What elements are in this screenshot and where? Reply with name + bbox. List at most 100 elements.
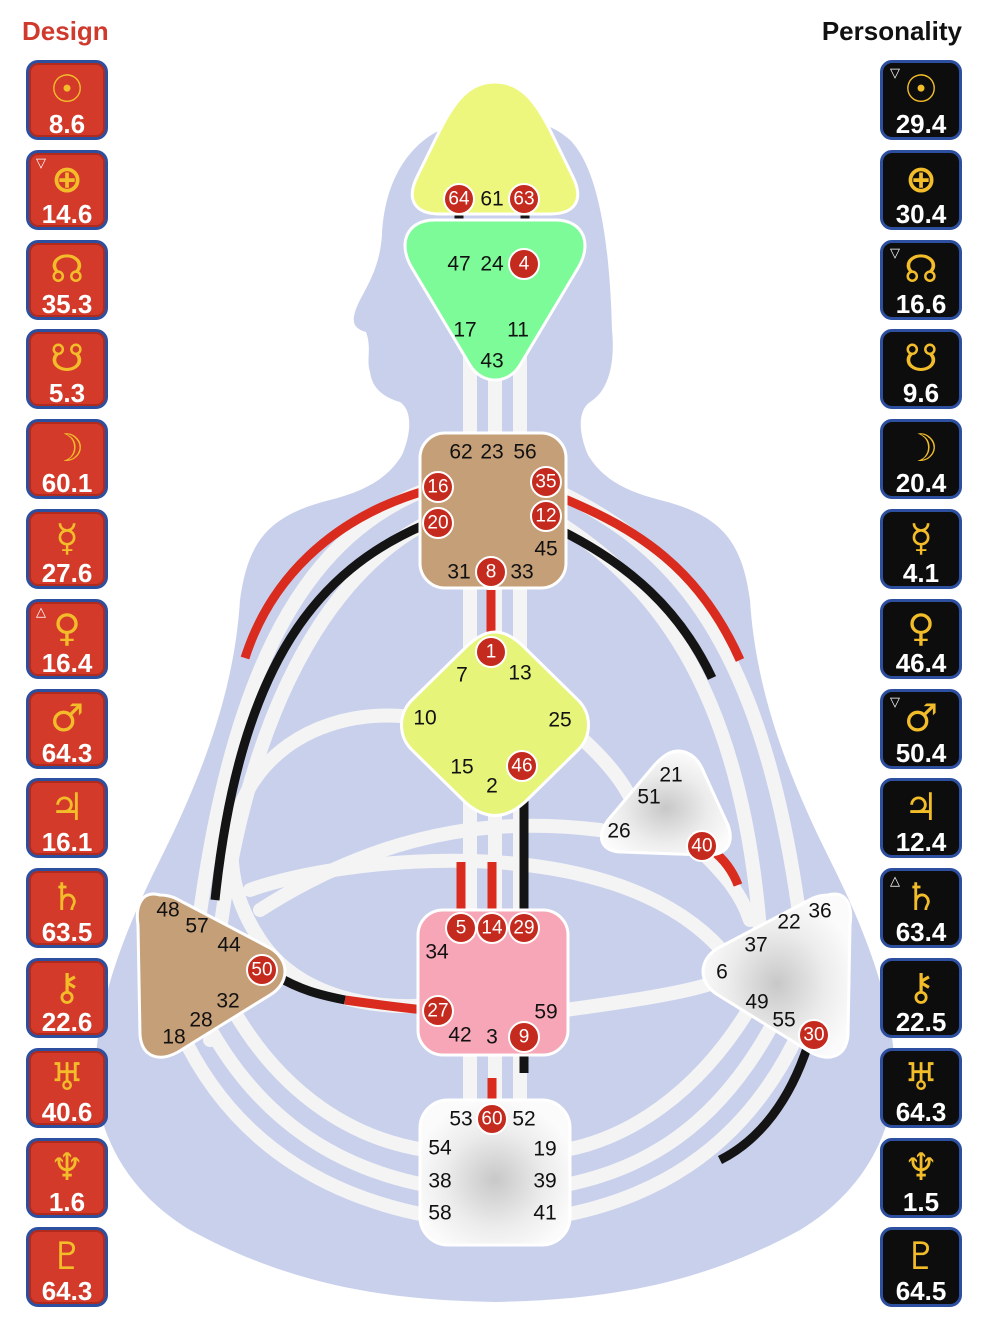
personality-column: ▽☉29.4⊕30.4▽☊16.6☋9.6☽20.4☿4.1♀46.4▽♂50.…: [880, 60, 962, 1317]
gate-activation-badge: [475, 556, 507, 588]
sun-icon: ☉: [903, 67, 939, 111]
activation-value: 29.4: [895, 109, 947, 139]
design-card-earth: ▽⊕14.6: [26, 149, 108, 230]
gate-number: 55: [772, 1009, 795, 1032]
gate-number: 7: [456, 664, 468, 687]
personality-card-sun: ▽☉29.4: [880, 60, 962, 140]
gate-number: 63: [513, 189, 534, 210]
personality-card-saturn: △♄63.4: [880, 868, 962, 949]
gate-number: 25: [548, 709, 571, 732]
activation-value: 1.5: [902, 1186, 940, 1217]
gate-number: 49: [745, 991, 768, 1014]
activation-value: 14.6: [41, 198, 93, 229]
activation-value: 63.5: [41, 917, 93, 948]
personality-header: Personality: [821, 16, 962, 46]
gate-number: 42: [448, 1024, 471, 1047]
gate-number: 35: [535, 472, 556, 493]
gate-20: 20: [422, 507, 454, 539]
gate-number: 15: [450, 756, 473, 779]
gate-activation-badge: [686, 830, 718, 862]
gate-number: 30: [803, 1025, 824, 1046]
gate-number: 27: [427, 1001, 448, 1022]
activation-value: 16.1: [41, 827, 93, 858]
gate-24: 24: [480, 253, 504, 276]
gate-number: 38: [428, 1170, 451, 1193]
uranus-icon: ♅: [49, 1054, 85, 1099]
gate-activation-badge: [508, 248, 540, 280]
sacral-center: [416, 908, 570, 1057]
gate-number: 34: [425, 941, 449, 964]
gate-38: 38: [428, 1170, 451, 1193]
mercury-icon: ☿: [55, 515, 79, 560]
gate-39: 39: [533, 1170, 556, 1193]
pluto-icon: ♇: [903, 1234, 939, 1279]
gate-33: 33: [510, 561, 533, 584]
gate-number: 31: [447, 561, 470, 584]
gate-number: 36: [808, 900, 831, 923]
gate-number: 16: [427, 477, 448, 498]
south-node-icon: ☋: [50, 336, 84, 381]
design-card-uranus: ♅40.6: [26, 1047, 108, 1128]
gate-number: 21: [659, 764, 682, 787]
gate-3: 3: [486, 1026, 498, 1049]
gate-number: 37: [744, 934, 767, 957]
design-header: Design: [22, 16, 109, 46]
gate-activation-badge: [508, 912, 540, 944]
activation-value: 22.6: [41, 1006, 93, 1037]
gate-number: 47: [447, 253, 470, 276]
venus-icon: ♀: [53, 605, 81, 650]
personality-card-neptune: ♆1.5: [880, 1137, 962, 1218]
mars-icon: ♂: [49, 695, 85, 740]
design-card-neptune: ♆1.6: [26, 1137, 108, 1218]
gate-activation-badge: [530, 466, 562, 498]
gate-number: 13: [508, 662, 531, 685]
activation-value: 64.3: [895, 1096, 947, 1127]
gate-activation-badge: [422, 471, 454, 503]
gate-10: 10: [413, 707, 436, 730]
gate-23: 23: [480, 441, 503, 464]
design-card-saturn: ♄63.5: [26, 868, 108, 949]
gate-number: 40: [691, 836, 712, 857]
gate-activation-badge: [443, 183, 475, 215]
gate-number: 11: [507, 319, 529, 342]
design-card-south-node: ☋5.3: [26, 329, 108, 410]
design-card-chiron: ⚷22.6: [26, 957, 108, 1038]
activation-value: 16.4: [41, 647, 93, 678]
personality-card-pluto: ♇64.5: [880, 1227, 962, 1308]
activation-value: 27.6: [41, 557, 93, 588]
earth-icon: ⊕: [51, 156, 83, 201]
jupiter-icon: ♃: [903, 785, 939, 830]
chiron-icon: ⚷: [907, 964, 935, 1009]
gate-63: 63: [508, 183, 540, 215]
activation-value: 46.4: [895, 647, 947, 678]
gate-18: 18: [162, 1026, 185, 1049]
ego-center: [599, 749, 732, 857]
gate-number: 53: [449, 1108, 472, 1131]
pluto-icon: ♇: [49, 1234, 85, 1279]
gate-17: 17: [453, 319, 476, 342]
gate-number: 17: [453, 319, 476, 342]
arrow-icon: △: [890, 874, 900, 890]
activation-value: 4.1: [902, 557, 940, 588]
gate-number: 1: [486, 642, 497, 663]
gate-number: 62: [449, 441, 472, 464]
jupiter-icon: ♃: [49, 785, 85, 830]
activation-value: 63.4: [895, 917, 947, 948]
gate-54: 54: [428, 1137, 452, 1160]
gate-number: 4: [519, 254, 530, 275]
gate-9: 9: [508, 1021, 540, 1053]
gate-52: 52: [512, 1108, 535, 1131]
gate-32: 32: [216, 990, 239, 1013]
activation-value: 22.5: [895, 1006, 947, 1037]
gate-26: 26: [607, 820, 630, 843]
gate-44: 44: [217, 934, 241, 957]
solar-plexus-center: [701, 892, 853, 1059]
head-center: [410, 80, 580, 216]
gate-number: 28: [189, 1009, 212, 1032]
gate-number: 61: [480, 188, 503, 211]
design-card-north-node: ☊35.3: [26, 239, 108, 320]
gate-56: 56: [513, 441, 536, 464]
neptune-icon: ♆: [49, 1144, 85, 1189]
gate-64: 64: [443, 183, 475, 215]
south-node-icon: ☋: [904, 336, 938, 381]
